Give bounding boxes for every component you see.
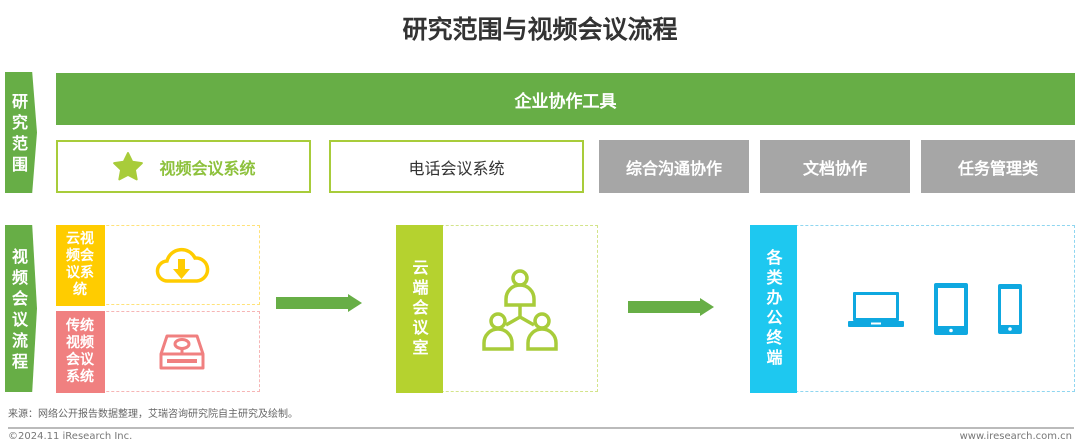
cloud-video-system-box: 云视频会议系统 xyxy=(55,224,260,306)
scope-task-mgmt: 任务管理类 xyxy=(921,140,1075,193)
scope-unified-comm: 综合沟通协作 xyxy=(599,140,749,193)
scope-label: 电话会议系统 xyxy=(408,158,505,178)
website-link[interactable]: www.iresearch.com.cn xyxy=(959,431,1072,442)
scope-label: 视频会议系统 xyxy=(159,158,256,178)
phone-icon xyxy=(998,283,1023,334)
source-note: 来源：网络公开报告数据整理，艾瑞咨询研究院自主研究及绘制。 xyxy=(8,409,298,420)
traditional-system-label: 传统视频会议系统 xyxy=(55,310,105,393)
page-title: 研究范围与视频会议流程 xyxy=(402,15,678,44)
people-network-icon xyxy=(482,268,558,351)
office-terminals-box: 各类办公终端 xyxy=(749,224,1075,393)
tablet-icon xyxy=(934,282,969,335)
copyright: ©2024.11 iResearch Inc. xyxy=(8,431,133,442)
side-tab-scope: 研究范围 xyxy=(5,72,37,193)
cloud-room-label: 云端会议室 xyxy=(395,224,443,393)
cloud-meeting-room-box: 云端会议室 xyxy=(395,224,598,393)
side-tab-scope-label: 研究范围 xyxy=(12,91,29,174)
side-tab-process-label: 视频会议流程 xyxy=(12,246,29,371)
side-tab-process: 视频会议流程 xyxy=(5,225,37,392)
scope-label: 文档协作 xyxy=(802,158,867,178)
scope-doc-collab: 文档协作 xyxy=(760,140,910,193)
scope-video-conf: 视频会议系统 xyxy=(56,140,311,193)
top-bar-collab-tools: 企业协作工具 xyxy=(56,73,1075,125)
cloud-download-icon xyxy=(155,247,210,283)
traditional-video-system-box: 传统视频会议系统 xyxy=(55,310,260,393)
laptop-icon xyxy=(848,291,905,327)
scope-label: 综合沟通协作 xyxy=(625,158,722,178)
arrow-right-icon xyxy=(628,298,716,316)
scope-phone-conf: 电话会议系统 xyxy=(329,140,584,193)
scope-label: 任务管理类 xyxy=(957,158,1038,178)
footer-divider xyxy=(8,427,1074,429)
star-icon xyxy=(113,151,144,180)
hardware-device-icon xyxy=(159,334,205,369)
cloud-system-label: 云视频会议系统 xyxy=(55,224,105,306)
terminals-label: 各类办公终端 xyxy=(749,224,797,393)
arrow-right-icon xyxy=(276,294,364,312)
